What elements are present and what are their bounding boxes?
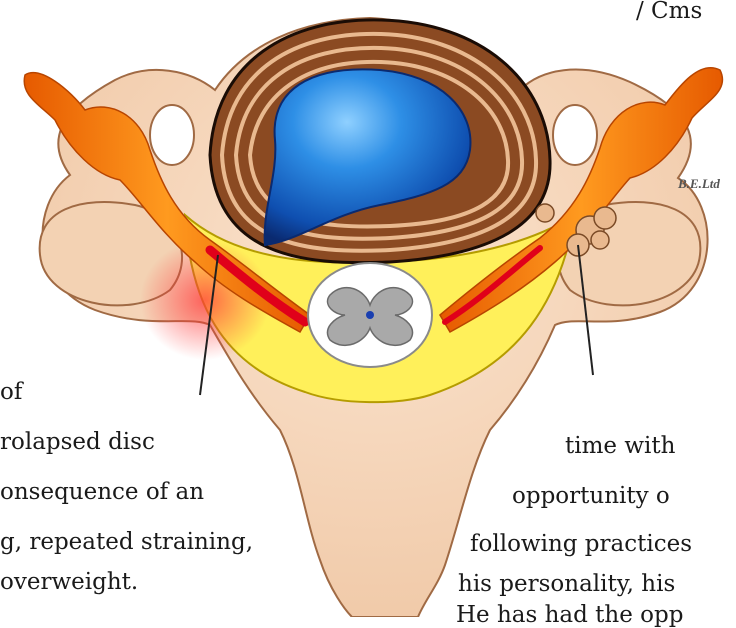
left-caption-line-4: g, repeated straining, xyxy=(0,531,253,554)
right-caption-line-1: time with xyxy=(565,435,675,458)
right-caption-line-5: He has had the opp xyxy=(456,604,683,627)
right-caption-line-4: his personality, his xyxy=(458,573,675,596)
intervertebral-disc xyxy=(210,20,550,263)
left-caption-line-5: overweight. xyxy=(0,571,138,594)
left-caption-line-2: rolapsed disc xyxy=(0,431,155,454)
top-fragment: / Cms xyxy=(636,0,702,23)
left-caption-line-1: of xyxy=(0,381,22,404)
watermark: B.E.Ltd xyxy=(677,176,720,191)
right-caption-line-2: opportunity o xyxy=(512,485,670,508)
spinal-cord xyxy=(308,263,432,367)
left-caption-line-3: onsequence of an xyxy=(0,481,204,504)
right-caption-line-3: following practices xyxy=(470,533,692,556)
